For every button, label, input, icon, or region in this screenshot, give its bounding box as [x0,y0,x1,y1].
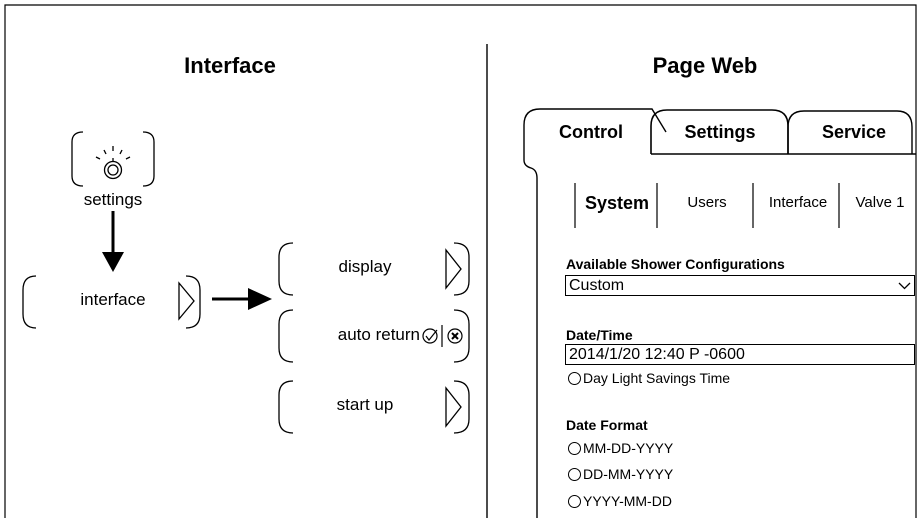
subtab-users[interactable]: Users [687,194,727,211]
content-panel-frame [523,153,916,518]
tab-control-frame [523,108,667,154]
interface-label: interface [80,290,146,309]
radio-icon [568,494,581,508]
interface-button[interactable] [23,276,201,328]
radio-icon [568,467,581,481]
tab-service-frame [787,110,913,154]
date-format-option-label: DD-MM-YYYY [583,466,674,482]
date-format-option-label: MM-DD-YYYY [583,440,674,456]
check-circle-icon [422,328,438,344]
page-web-heading: Page Web [652,53,758,78]
dst-label: Day Light Savings Time [583,370,731,386]
start-up-menu-item[interactable] [279,381,470,433]
display-item-frame [278,242,470,296]
chevron-down-icon [898,282,911,290]
subtab-system[interactable]: System [584,193,650,213]
close-circle-icon [447,328,463,344]
display-label: display [338,257,392,276]
date-format-option[interactable]: MM-DD-YYYY [568,440,673,456]
date-format-option[interactable]: DD-MM-YYYY [568,466,673,482]
settings-label: settings [83,190,143,209]
start-up-item-frame [278,380,470,434]
auto-return-item-frame [278,309,470,363]
tab-service[interactable]: Service [821,122,887,142]
tab-settings[interactable]: Settings [684,122,756,142]
down-arrow [102,211,124,272]
datetime-input[interactable]: 2014/1/20 12:40 P -0600 [565,344,915,365]
date-format-option-label: YYYY-MM-DD [583,493,672,509]
dst-checkbox[interactable]: Day Light Savings Time [568,370,730,386]
auto-return-menu-item[interactable] [279,310,470,362]
shower-config-value: Custom [569,277,625,294]
tab-control[interactable]: Control [559,122,623,142]
subtab-interface[interactable]: Interface [768,194,828,211]
display-menu-item[interactable] [279,243,470,295]
radio-icon [568,441,581,455]
dst-radio-icon [568,371,581,385]
shower-config-select[interactable]: Custom [565,275,915,296]
date-format-label: Date Format [566,417,648,433]
light-burst-icon [95,146,131,180]
chevron-right-icon [178,281,195,321]
settings-button-frame [71,131,155,187]
interface-heading: Interface [184,53,276,78]
auto-return-label: auto return [337,325,420,344]
right-arrow [212,288,272,310]
subtab-separators [574,183,840,228]
shower-config-label: Available Shower Configurations [566,256,785,272]
tab-settings-frame [650,109,789,154]
settings-button[interactable] [72,132,155,187]
subtab-valve-1[interactable]: Valve 1 [855,194,905,211]
interface-button-frame [22,275,201,329]
date-format-option[interactable]: YYYY-MM-DD [568,493,672,509]
start-up-label: start up [336,395,394,414]
datetime-label: Date/Time [566,327,633,343]
